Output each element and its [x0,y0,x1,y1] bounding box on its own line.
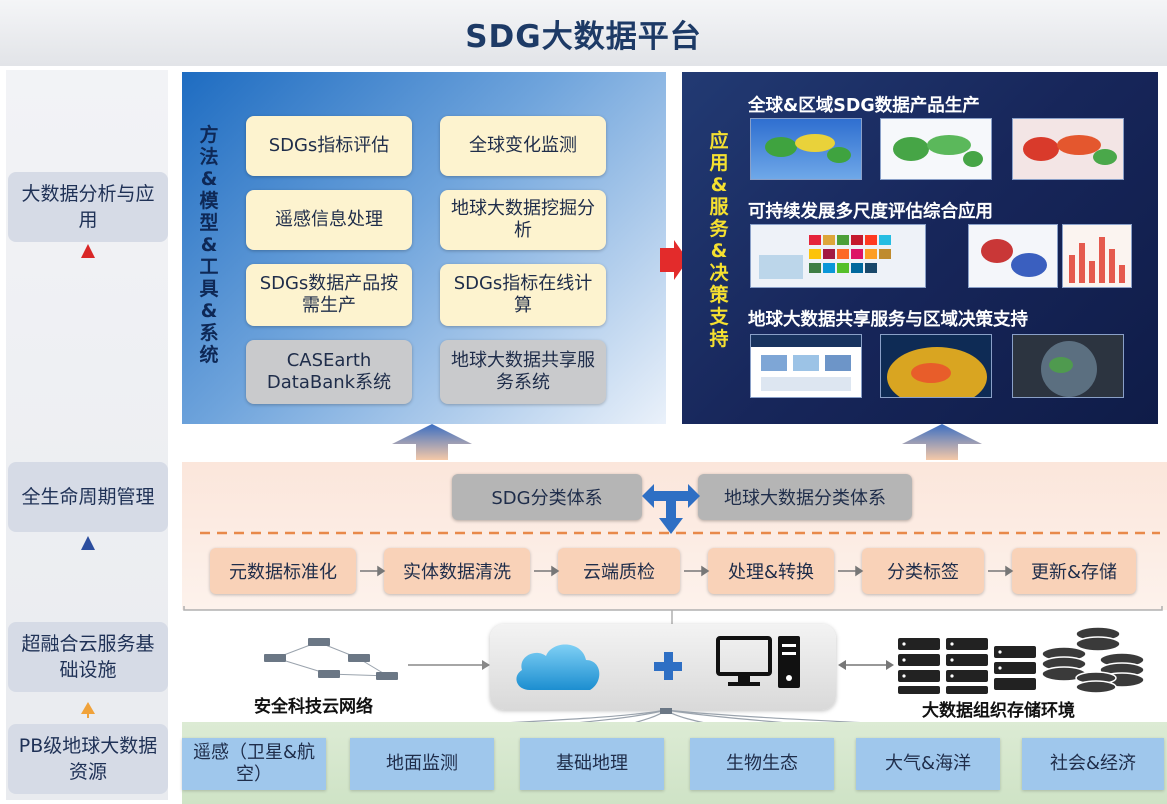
method-data-products: SDGs数据产品按需生产 [246,264,412,326]
source-ground-monitoring: 地面监测 [350,738,494,790]
computer-icon [716,636,800,688]
step-cleaning: 实体数据清洗 [384,548,530,594]
step-storage: 更新&存储 [1012,548,1136,594]
system-databank: CASEarth DataBank系统 [246,340,412,404]
red-arrow-icon [660,240,688,280]
plus-icon [654,652,682,680]
thumbnail-portal [750,334,862,398]
app-heading-assessment: 可持续发展多尺度评估综合应用 [748,202,993,222]
layer-resources: PB级地球大数据资源 [8,724,168,794]
layer-arrows [81,244,95,718]
source-ecology: 生物生态 [690,738,834,790]
title-bar: SDG大数据平台 [0,0,1167,66]
thumbnail-map-3 [1012,118,1124,180]
layer-infrastructure: 超融合云服务基础设施 [8,622,168,692]
source-basic-geography: 基础地理 [520,738,664,790]
layer-column: 大数据分析与应用 全生命周期管理 超融合云服务基础设施 PB级地球大数据资源 [6,70,168,800]
source-socioeconomic: 社会&经济 [1022,738,1164,790]
thumbnail-map-1 [750,118,862,180]
arrow-up-icon-2 [81,536,95,616]
page-title: SDG大数据平台 [465,18,702,55]
data-sources-band [182,722,1167,804]
up-arrow-icon-apps [902,424,982,460]
methods-vertical-label: 方法&模型&工具&系统 [199,124,219,366]
thumbnail-globe [1012,334,1124,398]
thumbnail-dashboard [750,224,926,288]
layer-analysis: 大数据分析与应用 [8,172,168,242]
step-processing: 处理&转换 [708,548,834,594]
arrow-right-icon [408,660,490,670]
source-atmosphere-ocean: 大气&海洋 [856,738,1000,790]
step-metadata: 元数据标准化 [210,548,356,594]
storage-label: 大数据组织存储环境 [922,701,1075,721]
server-rack-icon [898,638,1036,694]
method-sdg-assessment: SDGs指标评估 [246,116,412,176]
method-online-calc: SDGs指标在线计算 [440,264,606,326]
thumbnail-globe-region [880,334,992,398]
earth-data-classification: 地球大数据分类体系 [698,474,912,520]
arrow-up-icon-3 [81,702,95,718]
app-heading-sharing: 地球大数据共享服务与区域决策支持 [748,310,1028,330]
step-quality-check: 云端质检 [558,548,680,594]
network-icon [264,638,398,680]
thumbnail-region-map [968,224,1058,288]
layer-lifecycle: 全生命周期管理 [8,462,168,532]
bidirectional-arrow-icon [642,484,700,534]
bidirectional-small-arrow-icon [838,660,894,670]
network-label: 安全科技云网络 [254,697,373,717]
step-arrows [360,565,1014,577]
sdg-classification: SDG分类体系 [452,474,642,520]
arrow-up-icon-1 [81,244,95,454]
cloud-icon [516,644,600,690]
system-sharing: 地球大数据共享服务系统 [440,340,606,404]
apps-vertical-label: 应用&服务&决策支持 [709,130,729,350]
infra-bracket [183,606,1163,624]
method-global-change: 全球变化监测 [440,116,606,176]
source-remote-sensing: 遥感（卫星&航空） [182,738,326,790]
dashed-divider [200,531,1160,535]
method-data-mining: 地球大数据挖掘分析 [440,190,606,250]
step-tagging: 分类标签 [862,548,984,594]
database-stack-icon [1041,626,1145,694]
app-heading-products: 全球&区域SDG数据产品生产 [748,96,980,116]
thumbnail-bar-chart [1062,224,1132,288]
method-remote-sensing: 遥感信息处理 [246,190,412,250]
up-arrow-icon-methods [392,424,472,460]
thumbnail-map-2 [880,118,992,180]
